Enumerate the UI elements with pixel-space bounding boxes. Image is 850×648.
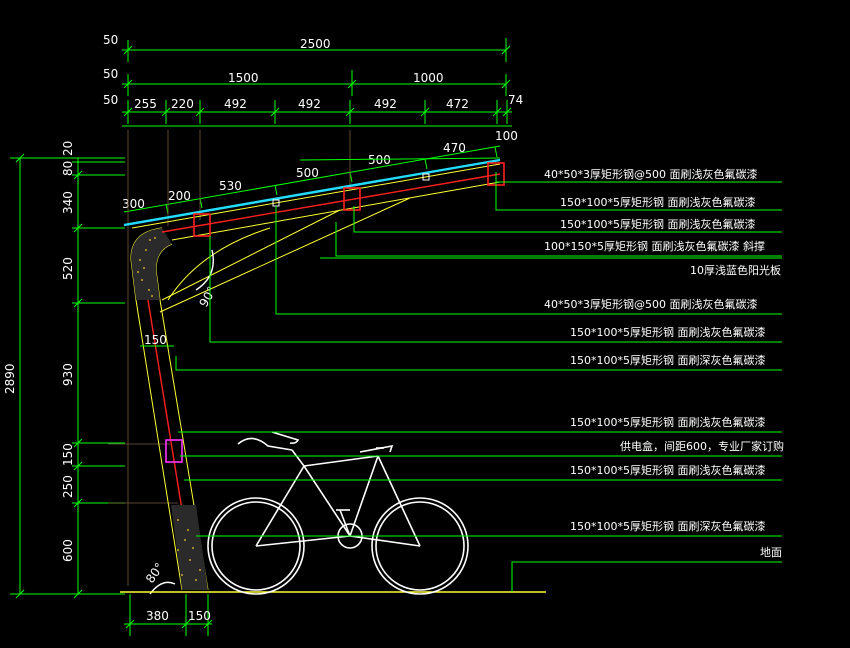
dim-seg-255: 255 — [134, 97, 157, 111]
dim-seg-492-a: 492 — [224, 97, 247, 111]
note-11: 150*100*5厚矩形钢 面刷浅灰色氟碳漆 — [570, 463, 766, 477]
dim-v930: 930 — [61, 363, 75, 386]
dim-height-2890: 2890 — [3, 363, 17, 394]
dim-roof-100: 100 — [495, 129, 518, 143]
dim-v250: 250 — [61, 475, 75, 498]
note-1: 40*50*3厚矩形钢@500 面刷浅灰色氟碳漆 — [544, 167, 757, 181]
dim-roof-500-b: 500 — [368, 153, 391, 167]
leader-lines — [175, 157, 782, 592]
note-10: 供电盒，间距600，专业厂家订购 — [620, 439, 784, 453]
dim-right-extra-74: 74 — [508, 93, 523, 107]
dim-right-span-1000: 1000 — [413, 71, 444, 85]
dim-seg-492-b: 492 — [298, 97, 321, 111]
dim-v520: 520 — [61, 257, 75, 280]
dim-left-span-1500: 1500 — [228, 71, 259, 85]
dim-v600: 600 — [61, 539, 75, 562]
dim-roof-200: 200 — [168, 189, 191, 203]
dim-seg-472: 472 — [446, 97, 469, 111]
dim-v150: 150 — [61, 443, 75, 466]
note-13-ground: 地面 — [760, 546, 782, 559]
dim-lead-50-b: 50 — [103, 67, 118, 81]
dim-seg-492-c: 492 — [374, 97, 397, 111]
callout-notes: 40*50*3厚矩形钢@500 面刷浅灰色氟碳漆 150*100*5厚矩形钢 面… — [544, 167, 784, 559]
dim-roof-300: 300 — [122, 197, 145, 211]
note-8: 150*100*5厚矩形钢 面刷深灰色氟碳漆 — [570, 353, 766, 367]
angle-bottom-80: 80° — [143, 560, 167, 585]
angle-arc-top — [195, 249, 214, 291]
sunlight-panel — [123, 158, 501, 227]
dim-bottom-380: 380 — [146, 609, 169, 623]
dim-v340: 340 — [61, 191, 75, 214]
dim-lead-50-a: 50 — [103, 33, 118, 47]
construction-lines — [108, 130, 351, 586]
roof-inclined-dimension — [123, 145, 501, 215]
dim-roof-470: 470 — [443, 141, 466, 155]
dim-overall-2500: 2500 — [300, 37, 331, 51]
concrete-speckles — [137, 237, 201, 581]
note-4: 100*150*5厚矩形钢 面刷浅灰色氟碳漆 斜撑 — [544, 239, 765, 253]
diagonal-brace — [159, 197, 411, 313]
top-dimension-chains — [122, 38, 512, 127]
dim-col-width-150: 150 — [144, 333, 167, 347]
dim-seg-220: 220 — [171, 97, 194, 111]
note-7: 150*100*5厚矩形钢 面刷浅灰色氟碳漆 — [570, 325, 766, 339]
note-2: 150*100*5厚矩形钢 面刷浅灰色氟碳漆 — [560, 195, 756, 209]
note-12: 150*100*5厚矩形钢 面刷深灰色氟碳漆 — [570, 519, 766, 533]
note-3: 150*100*5厚矩形钢 面刷浅灰色氟碳漆 — [560, 217, 756, 231]
dim-roof-530: 530 — [219, 179, 242, 193]
note-6: 40*50*3厚矩形钢@500 面刷浅灰色氟碳漆 — [544, 297, 757, 311]
curved-steel-column — [130, 227, 209, 591]
dim-roof-500-a: 500 — [296, 166, 319, 180]
note-9: 150*100*5厚矩形钢 面刷浅灰色氟碳漆 — [570, 415, 766, 429]
dim-v80: 80 — [61, 161, 75, 176]
note-5: 10厚浅蓝色阳光板 — [690, 263, 781, 277]
dim-bottom-150: 150 — [188, 609, 211, 623]
bottom-dimension-chain — [124, 594, 213, 636]
dim-v20: 20 — [61, 141, 75, 156]
dim-lead-50-c: 50 — [103, 93, 118, 107]
